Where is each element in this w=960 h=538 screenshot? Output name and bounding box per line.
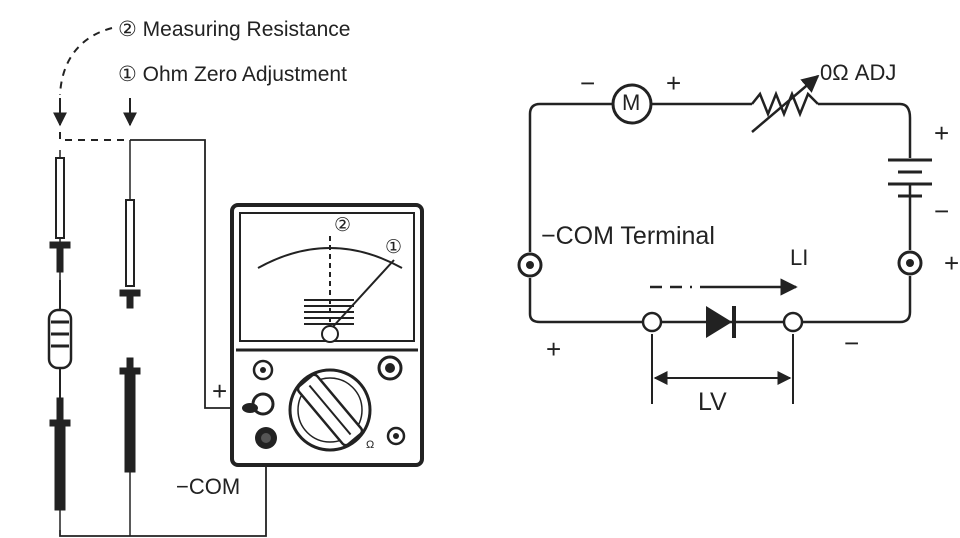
lead-wires <box>59 139 267 537</box>
meter-minus-label: − <box>580 68 596 98</box>
dial-mark-1: ① <box>385 237 403 258</box>
resistor <box>47 280 73 398</box>
left-plus-label: + <box>546 334 562 364</box>
voltage-label: LV <box>698 388 727 416</box>
caption-measuring-resistance: ② Measuring Resistance <box>118 18 351 41</box>
battery <box>888 158 932 212</box>
zero-adj-label: 0Ω ADJ <box>820 60 897 85</box>
battery-plus-label: + <box>934 118 950 148</box>
right-terminal-plus-label: + <box>944 248 960 278</box>
multimeter <box>230 203 424 467</box>
variable-resistor <box>751 74 820 133</box>
ohm-mark: Ω <box>366 439 375 451</box>
resistor-probe-top <box>49 150 71 280</box>
com-terminal <box>517 252 543 278</box>
pointer-arrows <box>53 98 137 127</box>
plus-terminal <box>897 250 923 276</box>
meter-symbol <box>611 83 653 125</box>
meter-symbol-label: M <box>622 90 641 115</box>
battery-minus-label: − <box>934 196 950 226</box>
zero-adj-probe-bottom <box>119 357 141 536</box>
dashed-lead-path <box>59 27 130 141</box>
diode <box>641 306 804 338</box>
meter-plus-label: + <box>212 376 228 406</box>
com-terminal-label: −COM Terminal <box>541 222 715 250</box>
resistor-probe-bottom <box>49 397 71 530</box>
right-minus-label: − <box>844 328 860 358</box>
circuit-wires <box>528 102 912 324</box>
zero-adj-probe-top <box>119 140 141 309</box>
caption-ohm-zero-adjustment: ① Ohm Zero Adjustment <box>118 63 347 86</box>
meter-com-label: −COM <box>176 474 241 499</box>
dial-mark-2: ② <box>334 215 352 236</box>
meter-plus-sign: + <box>666 68 682 98</box>
current-label: LI <box>790 245 809 270</box>
scale-grid <box>304 299 354 325</box>
voltage-dimension <box>651 334 794 404</box>
